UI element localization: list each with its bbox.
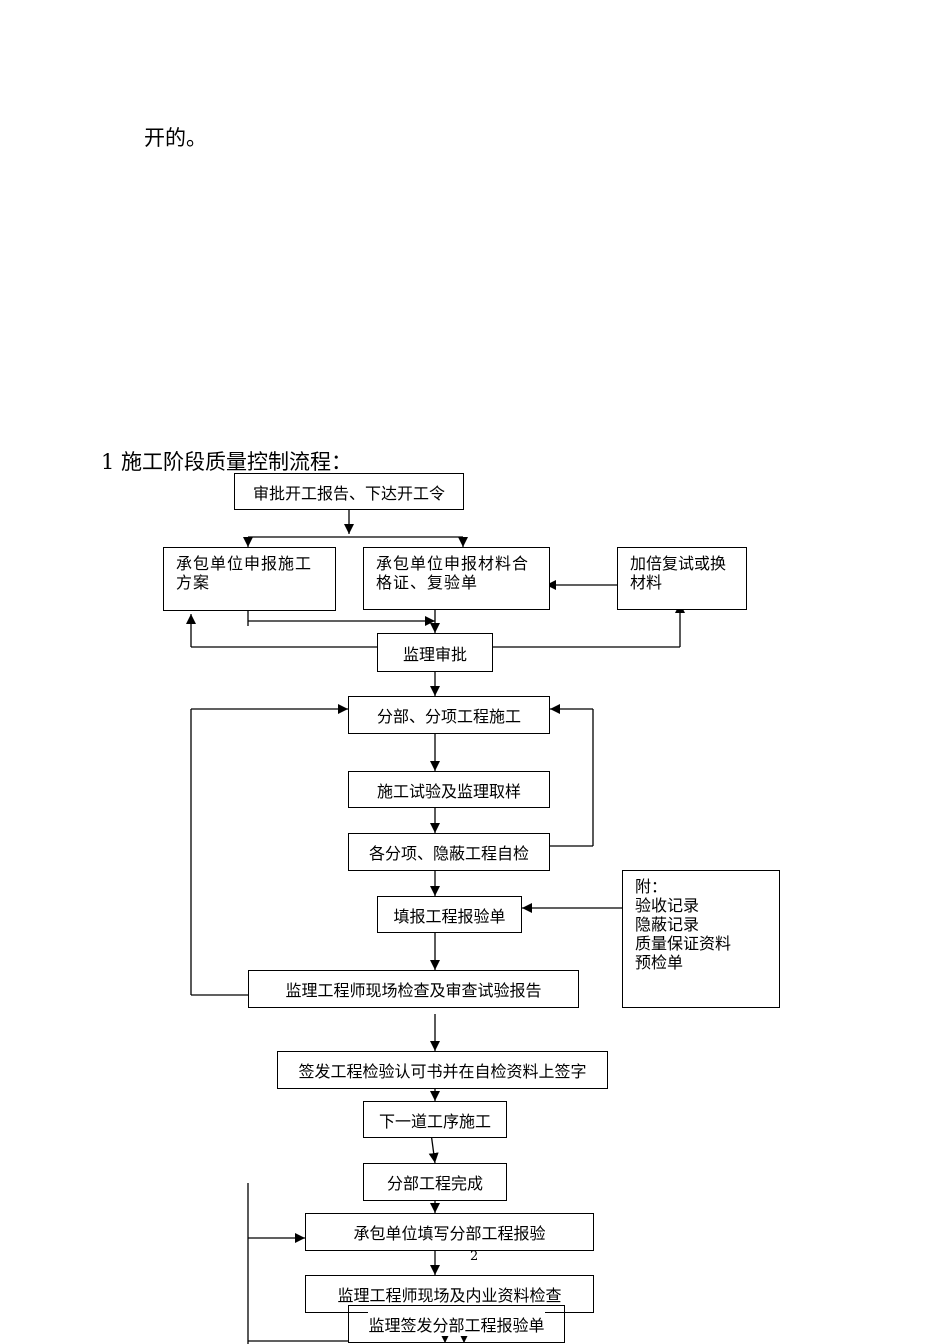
node-material-submit-line2: 格证、复验单 (376, 573, 479, 592)
node-plan-submit-line2: 方案 (176, 573, 211, 592)
node-self-inspection: 各分项、隐蔽工程自检 (348, 833, 550, 871)
node-retest-line2: 材料 (630, 573, 663, 592)
node-test-sampling: 施工试验及监理取样 (348, 771, 550, 808)
node-plan-submit-line1: 承包单位申报施工 (176, 554, 313, 573)
node-next-process: 下一道工序施工 (363, 1101, 507, 1138)
node-material-submit-line1: 承包单位申报材料合 (376, 554, 530, 573)
node-supervision-approval-label: 监理审批 (402, 644, 467, 664)
node-sign-report-label: 监理签发分部工程报验单 (368, 1312, 545, 1336)
attachment-item: 验收记录 (635, 896, 700, 915)
node-next-process-label: 下一道工序施工 (378, 1111, 491, 1131)
node-test-sampling-label: 施工试验及监理取样 (376, 781, 521, 801)
node-sub-construction: 分部、分项工程施工 (348, 696, 550, 734)
attachment-title: 附： (635, 877, 668, 896)
section-heading: 1 施工阶段质量控制流程： (101, 450, 353, 474)
attachment-item: 预检单 (635, 953, 684, 972)
node-fill-report: 填报工程报验单 (377, 896, 522, 933)
node-division-complete: 分部工程完成 (363, 1163, 507, 1201)
intro-text: 开的。 (144, 126, 207, 150)
attachment-item: 隐蔽记录 (635, 915, 700, 934)
node-retest-line1: 加倍复试或换 (630, 554, 727, 573)
node-issue-certificate: 签发工程检验认可书并在自检资料上签字 (277, 1051, 608, 1089)
node-self-inspection-label: 各分项、隐蔽工程自检 (368, 844, 529, 863)
node-sub-construction-label: 分部、分项工程施工 (376, 707, 521, 726)
node-issue-certificate-label: 签发工程检验认可书并在自检资料上签字 (298, 1062, 587, 1081)
node-engineer-check: 监理工程师现场检查及审查试验报告 (248, 970, 579, 1008)
node-supervision-approval: 监理审批 (377, 633, 493, 672)
node-fill-report-label: 填报工程报验单 (393, 906, 506, 926)
node-contractor-fill-label: 承包单位填写分部工程报验 (353, 1224, 546, 1243)
attachment-item: 质量保证资料 (635, 934, 732, 953)
node-onsite-check-label: 监理工程师现场及内业资料检查 (337, 1286, 562, 1305)
node-retest: 加倍复试或换 材料 (617, 547, 747, 610)
node-division-complete-label: 分部工程完成 (386, 1174, 483, 1193)
node-attachment: 附： 验收记录 隐蔽记录 质量保证资料 预检单 (622, 870, 780, 1008)
node-sign-report: 监理签发分部工程报验单 (348, 1305, 565, 1343)
node-approve-start: 审批开工报告、下达开工令 (234, 473, 464, 510)
node-onsite-check: 监理工程师现场及内业资料检查 (305, 1275, 594, 1313)
node-approve-start-label: 审批开工报告、下达开工令 (252, 483, 445, 503)
node-engineer-check-label: 监理工程师现场检查及审查试验报告 (285, 981, 542, 1000)
page-number: 2 (470, 1249, 479, 1264)
node-plan-submit: 承包单位申报施工 方案 (163, 547, 336, 611)
node-material-submit: 承包单位申报材料合 格证、复验单 (363, 547, 550, 610)
node-contractor-fill: 承包单位填写分部工程报验 (305, 1213, 594, 1251)
